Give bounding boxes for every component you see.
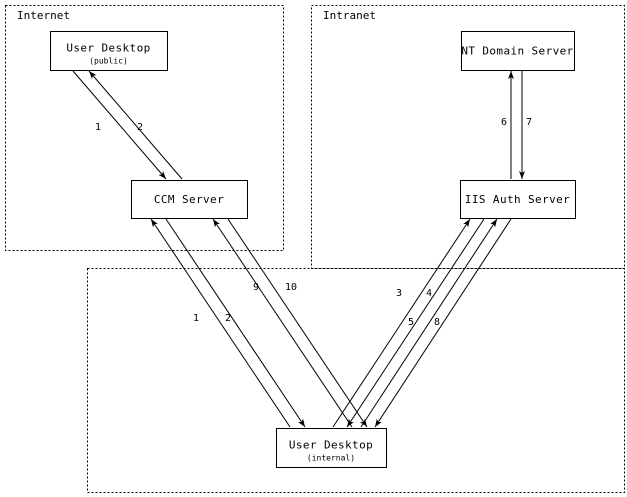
flow-arrow-1-user-desktop-internal-to-ccm-server	[150, 218, 291, 428]
flow-step-label-2-ccm-server: 2	[225, 313, 231, 324]
node-user-desktop-public[interactable]: User Desktop (public)	[49, 30, 169, 72]
node-box-user-desktop-internal	[275, 427, 388, 469]
flow-arrow-9-user-desktop-internal-to-ccm-server	[212, 218, 353, 428]
node-title-nt-domain-server: NT Domain Server	[461, 45, 573, 58]
node-user-desktop-internal[interactable]: User Desktop (internal)	[275, 427, 388, 469]
zone-boundary-internal-lan	[87, 268, 625, 493]
nodes-layer: User Desktop (public) CCM Server NT Domain …	[49, 30, 577, 469]
node-iis-auth-server[interactable]: IIS Auth Server	[459, 179, 577, 220]
node-box-ccm-server	[130, 179, 249, 220]
node-subtitle-user-desktop-public: (public)	[89, 57, 128, 66]
flow-step-label-1-user-desktop-internal: 1	[193, 313, 199, 324]
node-box-nt-domain-server	[460, 30, 576, 72]
flow-step-label-3-user-desktop-internal: 3	[396, 288, 402, 299]
flow-arrow-5-user-desktop-internal-to-iis-auth-server	[360, 218, 498, 428]
flow-step-label-10-ccm-server: 10	[285, 282, 297, 293]
flow-arrow-3-user-desktop-internal-to-iis-auth-server	[332, 218, 471, 428]
flow-labels-layer: 1 2 1 2 9 10 3 4 5 8 6 7	[95, 117, 532, 328]
flow-step-label-2-ccm-server: 2	[137, 122, 143, 133]
node-title-user-desktop-public: User Desktop	[66, 42, 150, 55]
node-title-iis-auth-server: IIS Auth Server	[465, 193, 570, 206]
flow-arrow-4-iis-auth-server-to-user-desktop-internal	[346, 218, 485, 428]
zones-layer: Internet Intranet	[5, 5, 625, 493]
flows-layer	[72, 70, 525, 428]
flow-arrow-8-iis-auth-server-to-user-desktop-internal	[374, 218, 512, 428]
flow-arrow-1-user-desktop-public-to-ccm-server	[72, 70, 167, 180]
node-box-user-desktop-public	[49, 30, 169, 72]
flow-step-label-9-user-desktop-internal: 9	[253, 282, 259, 293]
node-box-iis-auth-server	[459, 179, 577, 220]
flow-step-label-1-user-desktop-public: 1	[95, 122, 101, 133]
flow-step-label-8-iis-auth-server: 8	[434, 317, 440, 328]
flow-arrow-2-ccm-server-to-user-desktop-internal	[165, 218, 306, 428]
flow-step-label-4-iis-auth-server: 4	[426, 288, 432, 299]
flow-arrow-10-ccm-server-to-user-desktop-internal	[227, 218, 368, 428]
flow-arrow-2-ccm-server-to-user-desktop-public	[88, 70, 183, 180]
node-nt-domain-server[interactable]: NT Domain Server	[460, 30, 576, 72]
node-title-user-desktop-internal: User Desktop	[289, 439, 373, 452]
node-ccm-server[interactable]: CCM Server	[130, 179, 249, 220]
node-subtitle-user-desktop-internal: (internal)	[307, 454, 355, 463]
flow-step-label-7-nt-domain-server: 7	[526, 117, 532, 128]
zone-label-intranet: Intranet	[323, 9, 376, 22]
zone-label-internet: Internet	[17, 9, 70, 22]
flow-step-label-5-user-desktop-internal: 5	[408, 317, 414, 328]
flow-step-label-6-iis-auth-server: 6	[501, 117, 507, 128]
zone-boundary-internet	[5, 5, 284, 251]
node-title-ccm-server: CCM Server	[154, 193, 224, 206]
